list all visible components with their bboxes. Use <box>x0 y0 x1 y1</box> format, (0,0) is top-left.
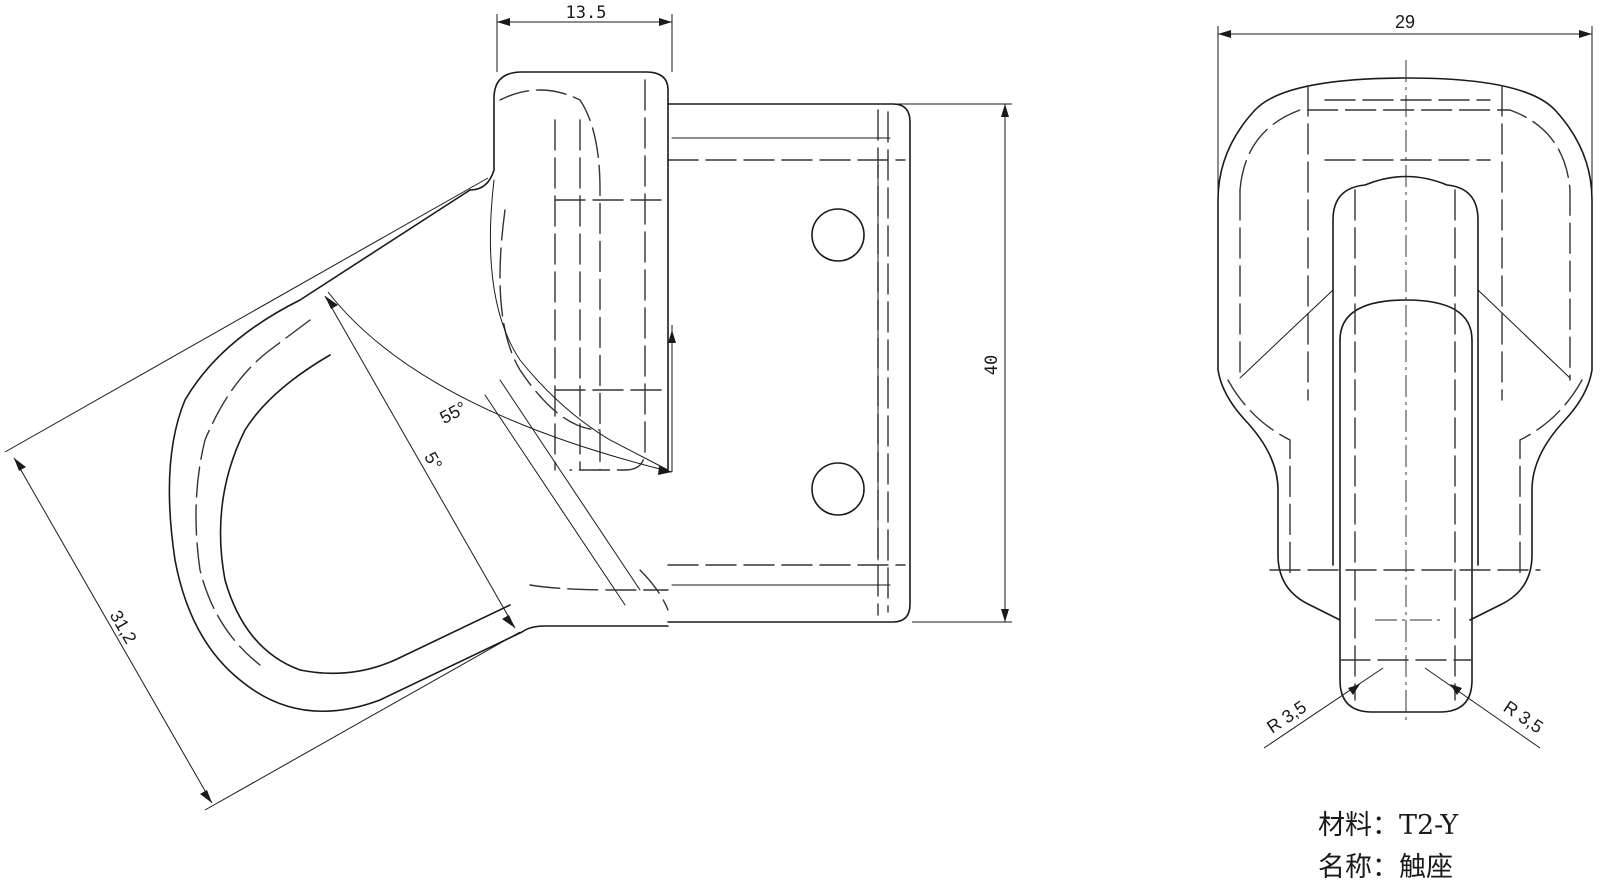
hole-lower <box>811 462 865 516</box>
dim-13-5-arrow-left <box>497 18 510 26</box>
dim-55-arrow <box>658 466 672 475</box>
arm-hidden-bend <box>529 584 669 591</box>
dim-r-left-arrow <box>1348 684 1360 695</box>
dim-5-arrow-top <box>325 296 338 309</box>
front-view: 29 R 3,5 R 3,5 <box>1217 12 1593 749</box>
plate-outline <box>667 103 911 623</box>
dim-29-arrow-left <box>1218 30 1231 38</box>
dim-31-2-ext-bottom <box>204 631 521 811</box>
head-hidden-1 <box>499 89 601 471</box>
side-view: 13.5 40 55° 5° 31,2 <box>4 3 1012 811</box>
material-note: 材料：T2-Y <box>1318 810 1459 841</box>
front-web-right <box>1477 289 1571 379</box>
front-hidden-head <box>1239 109 1571 381</box>
front-hidden-bottom-l <box>1227 379 1291 581</box>
dim-r-right-label: R 3,5 <box>1500 697 1547 738</box>
arm-centerline-diag <box>499 379 641 591</box>
dim-13-5-label: 13.5 <box>566 3 607 23</box>
dim-40-label: 40 <box>982 355 1002 375</box>
dim-r-left-label: R 3,5 <box>1263 697 1310 738</box>
dim-r-left-leader <box>1263 667 1384 749</box>
head-outline <box>469 71 669 191</box>
dim-r-right-leader <box>1424 667 1541 749</box>
dim-55-arc <box>327 291 673 473</box>
head-inner-curve <box>489 179 669 471</box>
arm-outline <box>168 189 669 713</box>
dim-5-line <box>324 295 516 629</box>
dim-31-2-ext-top <box>4 177 489 453</box>
front-outer-outline <box>1217 77 1593 621</box>
hole-upper <box>811 208 865 262</box>
dim-13-5-arrow-right <box>659 18 672 26</box>
arm-hidden-outer <box>195 319 311 666</box>
title-notes: 材料：T2-Y 名称：触座 <box>1318 805 1458 889</box>
dim-31-2-arrow-top <box>14 458 26 471</box>
dim-40-arrow-top <box>1001 104 1009 117</box>
dim-31-2-line <box>13 457 213 804</box>
dim-29-arrow-right <box>1579 30 1592 38</box>
dim-55-ref-arrow <box>668 330 676 343</box>
dim-55-label: 55° <box>436 397 469 427</box>
dim-r-right-arrow <box>1450 684 1462 695</box>
front-web-left <box>1239 289 1334 379</box>
arm-hidden-bend-2 <box>639 569 669 611</box>
arm-centerline-diag-2 <box>484 394 626 606</box>
dim-31-2-arrow-bottom <box>200 790 212 803</box>
arm-inner-curve <box>219 354 511 675</box>
head-hidden-2 <box>569 79 646 471</box>
dim-5-arrow-bottom <box>502 615 515 628</box>
part-name-note: 名称：触座 <box>1318 852 1453 883</box>
front-hidden-bottom-r <box>1519 379 1583 581</box>
head-hidden-curve <box>499 209 601 431</box>
dim-29-label: 29 <box>1395 12 1415 32</box>
dim-40-arrow-bottom <box>1001 609 1009 622</box>
